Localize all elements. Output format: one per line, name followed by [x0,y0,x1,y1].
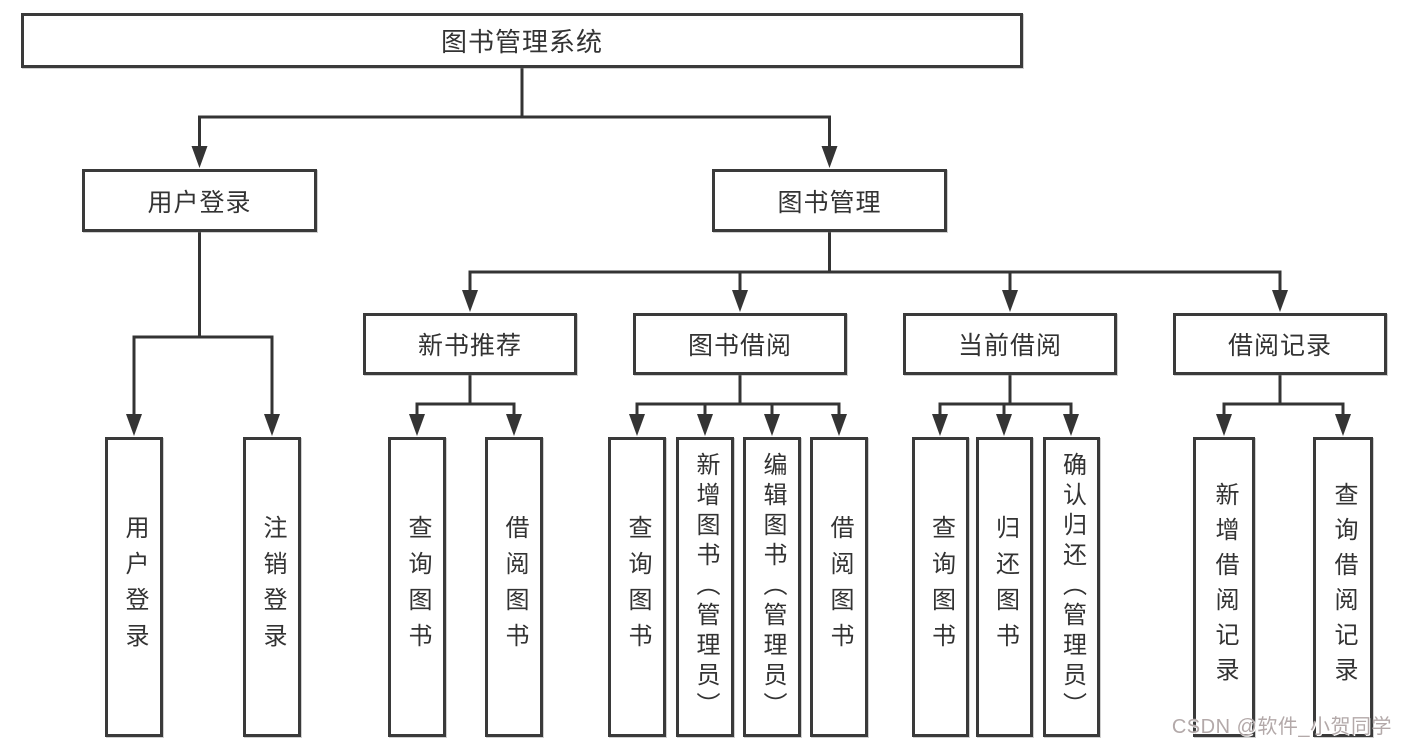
node-user-login: 用户登录 [82,169,317,232]
node-root: 图书管理系统 [21,13,1023,68]
leaf-return-book: 归还图书 [976,437,1033,737]
leaf-user-login: 用户登录 [105,437,163,737]
leaf-logout: 注销登录 [243,437,301,737]
node-book-management: 图书管理 [712,169,947,232]
leaf-edit-book-admin: 编辑图书（管理员） [743,437,801,737]
node-borrow-records: 借阅记录 [1173,313,1387,375]
node-current-borrow: 当前借阅 [903,313,1117,375]
leaf-borrow-book: 借阅图书 [810,437,868,737]
leaf-query-borrow-record: 查询借阅记录 [1313,437,1373,737]
node-new-book-recommend: 新书推荐 [363,313,577,375]
leaf-query-book-borrow: 查询图书 [608,437,666,737]
leaf-confirm-return-admin: 确认归还（管理员） [1043,437,1100,737]
leaf-add-book-admin: 新增图书（管理员） [676,437,734,737]
csdn-watermark: CSDN @软件_小贺同学 [1171,716,1392,738]
leaf-query-book-current: 查询图书 [912,437,969,737]
leaf-borrow-book-recommend: 借阅图书 [485,437,543,737]
leaf-query-book-recommend: 查询图书 [388,437,446,737]
node-book-borrow: 图书借阅 [633,313,847,375]
leaf-add-borrow-record: 新增借阅记录 [1193,437,1255,737]
